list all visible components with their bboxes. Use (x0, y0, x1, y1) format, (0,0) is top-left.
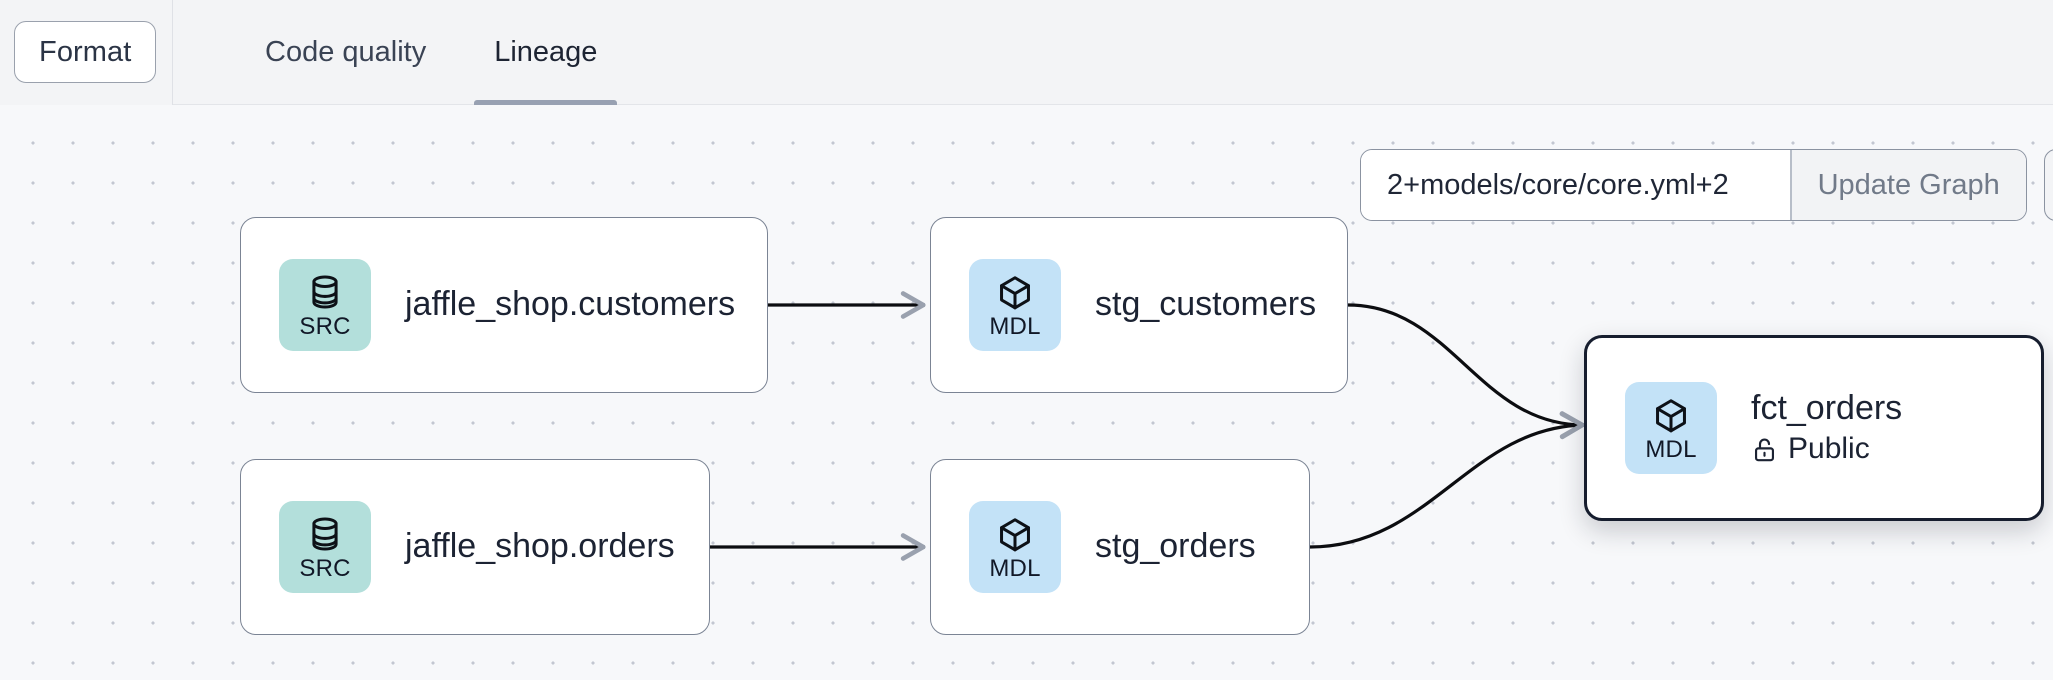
format-button[interactable]: Format (14, 21, 157, 83)
lineage-node-jaffle-shop-orders[interactable]: SRC jaffle_shop.orders (240, 459, 710, 635)
database-icon (312, 516, 338, 551)
node-title: jaffle_shop.orders (405, 527, 675, 566)
node-badge-mdl: MDL (969, 259, 1061, 351)
node-body: stg_orders (1095, 527, 1256, 566)
cube-icon (1000, 517, 1030, 551)
node-badge-label: SRC (299, 554, 351, 582)
tab-lineage[interactable]: Lineage (460, 0, 631, 105)
lineage-node-stg-customers[interactable]: MDL stg_customers (930, 217, 1348, 393)
graph-control-clipped-1[interactable] (2044, 149, 2053, 221)
selector-separator (1790, 150, 1792, 220)
node-selector-input[interactable] (1361, 150, 1790, 220)
node-body: jaffle_shop.orders (405, 527, 675, 566)
node-badge-label: SRC (299, 312, 351, 340)
unlock-icon (1754, 438, 1775, 462)
node-badge-mdl: MDL (1625, 382, 1717, 474)
toolbar-divider (172, 0, 173, 105)
lineage-node-stg-orders[interactable]: MDL stg_orders (930, 459, 1310, 635)
lineage-node-fct-orders[interactable]: MDL fct_orders Public (1584, 335, 2044, 521)
node-badge-src: SRC (279, 501, 371, 593)
edge-stg-orders-to-fct-orders (1309, 411, 1585, 549)
node-title: stg_customers (1095, 285, 1317, 324)
update-graph-button[interactable]: Update Graph (1791, 150, 2026, 220)
node-badge-label: MDL (989, 312, 1041, 340)
node-badge-src: SRC (279, 259, 371, 351)
node-title: fct_orders (1751, 389, 1903, 428)
node-badge-label: MDL (1645, 435, 1697, 463)
lineage-node-jaffle-shop-customers[interactable]: SRC jaffle_shop.customers (240, 217, 768, 393)
editor-toolbar: Format Code quality Lineage (0, 0, 2053, 105)
lineage-canvas[interactable]: SRC jaffle_shop.customers SRC jaffle_sho… (0, 105, 2053, 680)
edge-stg-customers-to-fct-orders (1347, 303, 1585, 439)
database-icon (312, 274, 338, 309)
node-title: jaffle_shop.customers (405, 285, 736, 324)
node-access-label: Public (1788, 432, 1870, 466)
graph-selector-group: Update Graph (1360, 149, 2027, 221)
node-badge-label: MDL (989, 554, 1041, 582)
tab-code-quality[interactable]: Code quality (265, 35, 427, 68)
node-access: Public (1751, 432, 1902, 467)
cube-icon (1000, 275, 1030, 309)
format-zone: Format (0, 0, 172, 105)
node-body: stg_customers (1095, 285, 1316, 324)
node-badge-mdl: MDL (969, 501, 1061, 593)
node-title: stg_orders (1095, 527, 1256, 566)
node-body: fct_orders Public (1751, 389, 1902, 467)
node-body: jaffle_shop.customers (405, 285, 735, 324)
tab-bar: Code quality Lineage (173, 0, 631, 105)
cube-icon (1656, 398, 1686, 432)
